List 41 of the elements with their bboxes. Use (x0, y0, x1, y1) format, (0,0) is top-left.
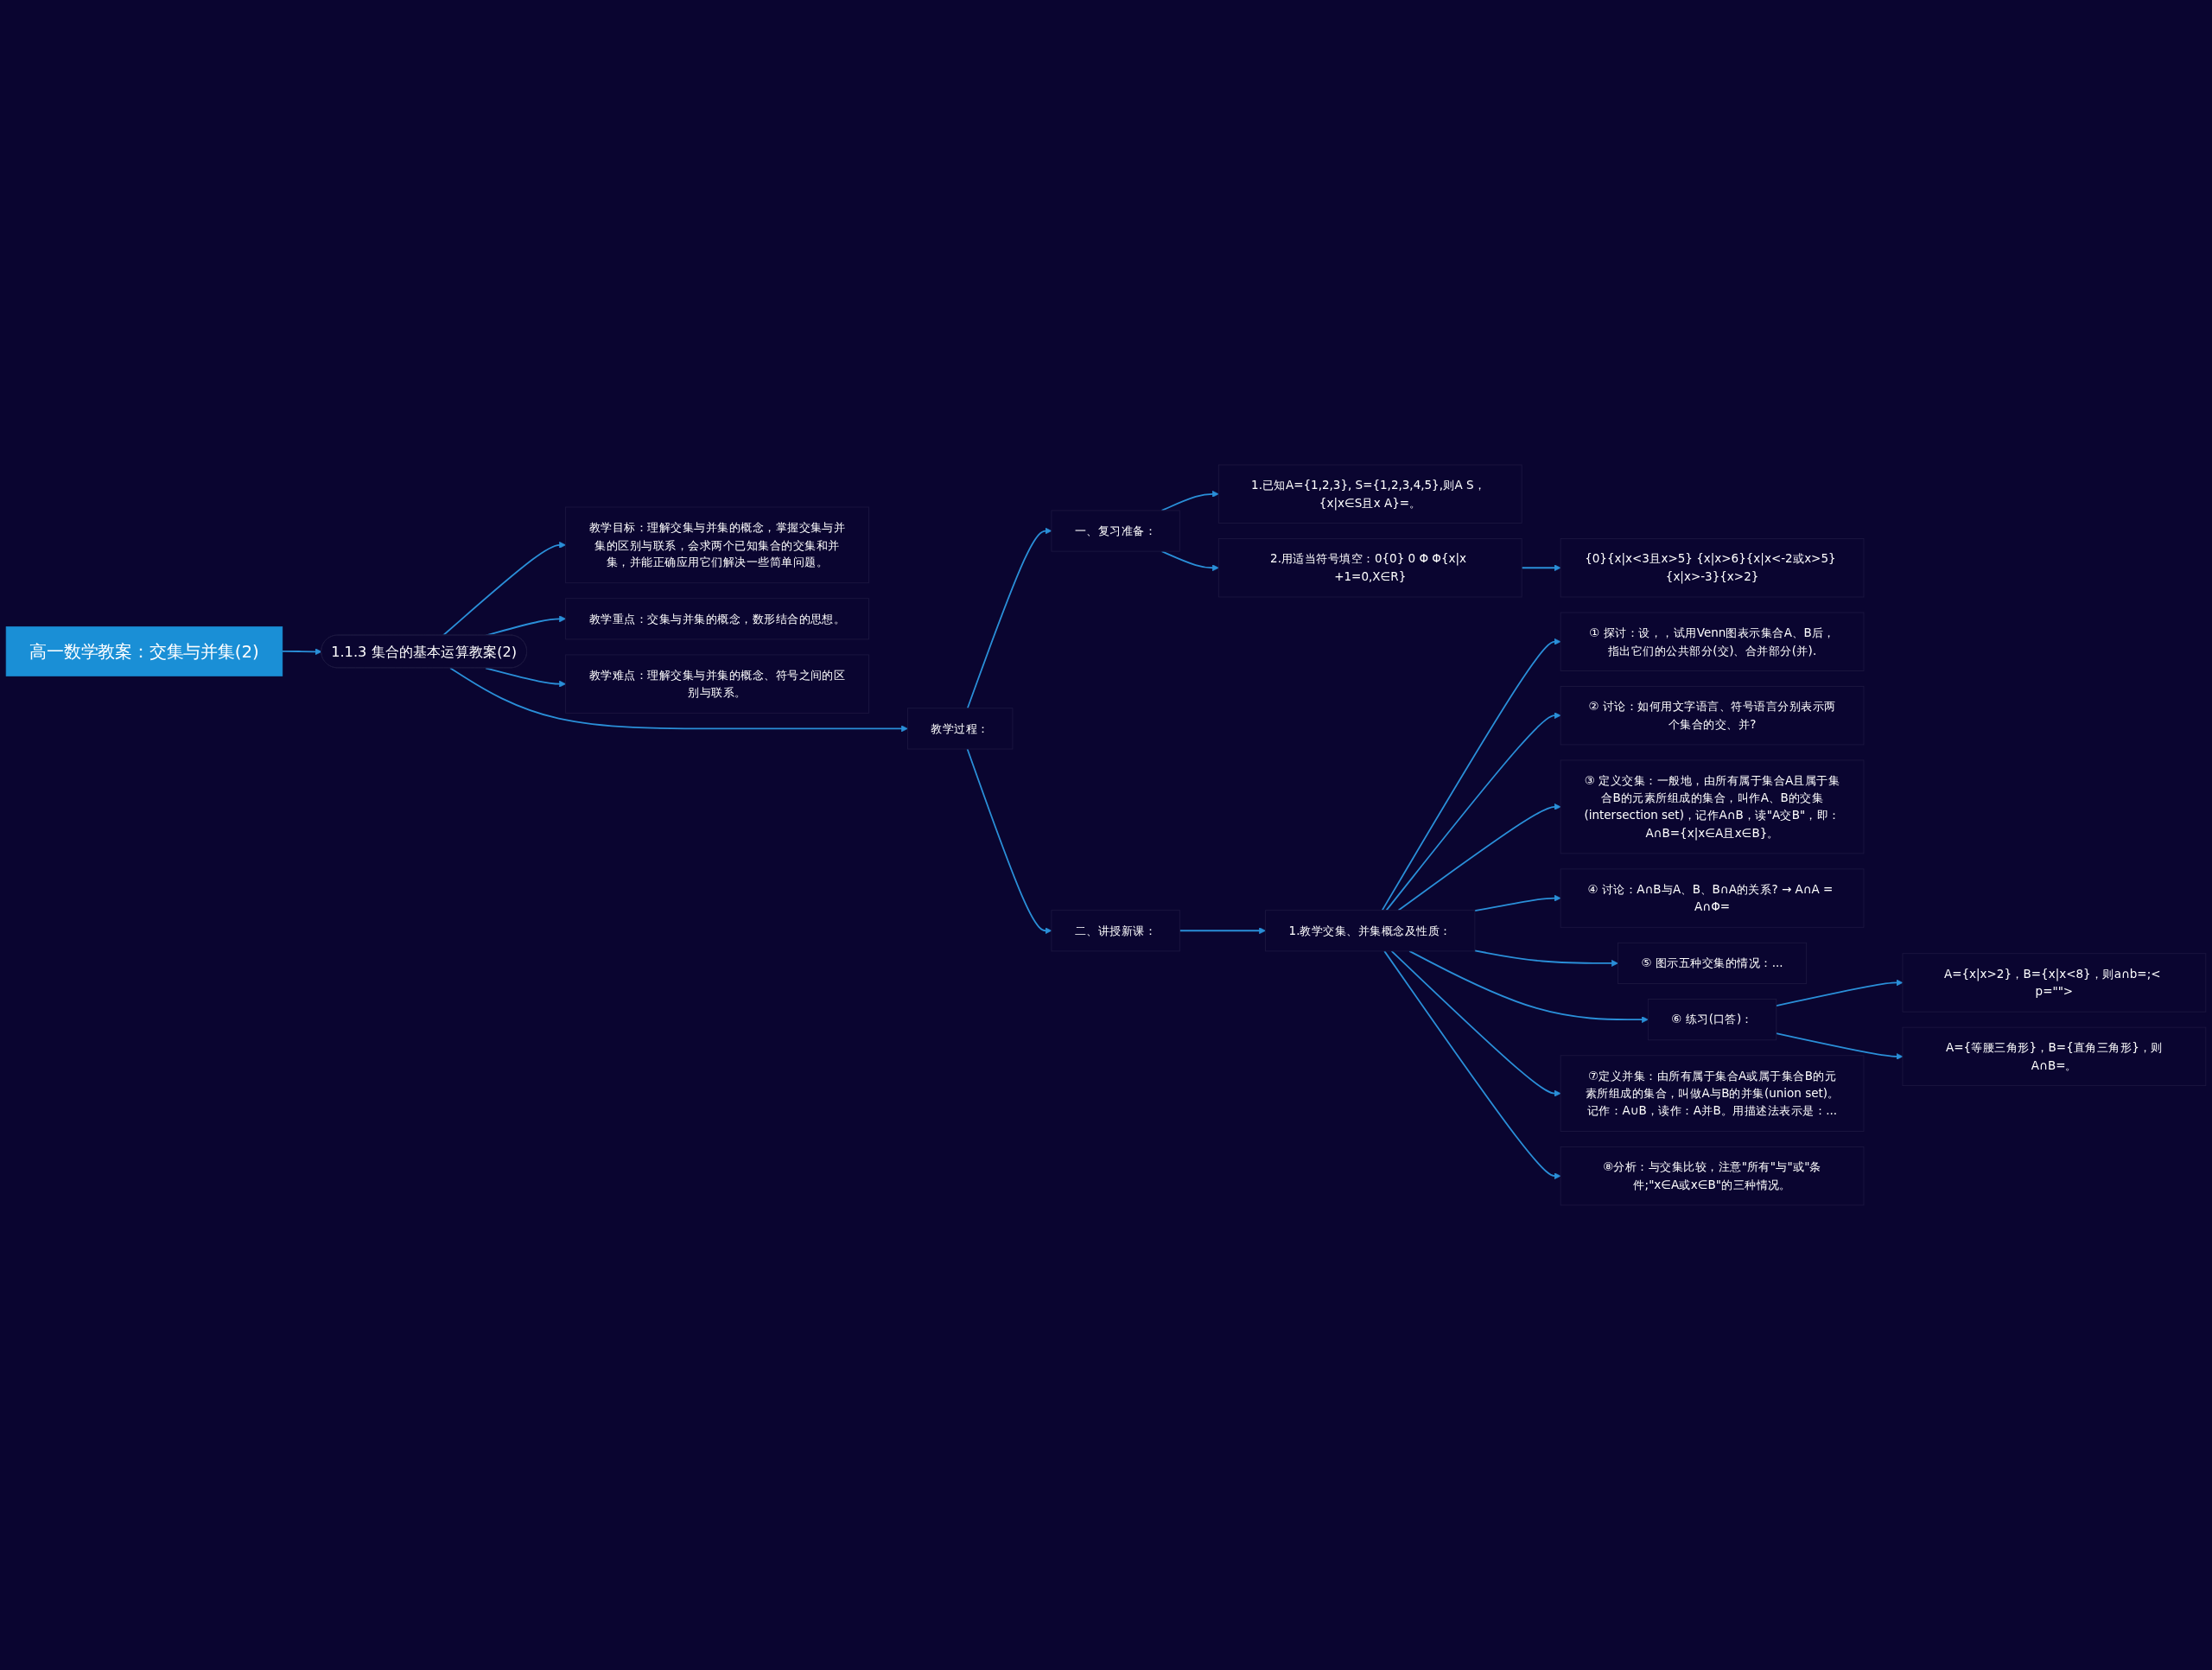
node-box: ⑧分析：与交集比较，注意"所有"与"或"条件;"x∈A或x∈B"的三种情况。 (1560, 1146, 1865, 1206)
arrow (1390, 950, 1561, 1097)
arrow (1397, 803, 1561, 911)
node-box: 1.教学交集、并集概念及性质： (1265, 910, 1476, 952)
node-box: {0}{x|x<3且x>5} {x|x>6}{x|x<-2或x>5} {x|x>-3}{x>2} (1560, 538, 1865, 598)
node-box: 高一数学教案：交集与并集(2) (5, 626, 283, 676)
arrow (1385, 712, 1561, 911)
node-box: ④ 讨论：A∩B与A、B、B∩A的关系? → A∩A = A∩Φ= (1560, 868, 1865, 928)
arrow (1381, 638, 1561, 911)
arrow (442, 541, 566, 637)
node-box: A={x|x>2}，B={x|x<8}，则a∩b=;< p=""> (1902, 953, 2207, 1013)
node-box: ② 讨论：如何用文字语言、符号语言分别表示两个集合的交、并? (1560, 686, 1865, 746)
arrow (966, 527, 1052, 709)
arrow (1473, 894, 1561, 912)
node-box: 2.用适当符号填空：0{0} 0 Φ Φ{x|x +1=0,X∈R} (1217, 538, 1522, 598)
node-box: 二、讲授新课： (1051, 910, 1180, 952)
arrow (1775, 1032, 1904, 1060)
node-box: 教学重点：交集与并集的概念，数形结合的思想。 (565, 598, 869, 640)
arrow (1775, 979, 1904, 1007)
arrow (485, 667, 566, 688)
arrow (966, 748, 1052, 935)
node-box: 教学难点：理解交集与并集的概念、符号之间的区别与联系。 (565, 654, 869, 714)
node-text: 1.1.3 集合的基本运算教案(2) (331, 643, 518, 660)
node-box: A={等腰三角形}，B={直角三角形}，则A∩B=。 (1902, 1026, 2207, 1087)
arrow (449, 667, 908, 733)
node-box: ⑥ 练习(口答)： (1647, 999, 1777, 1041)
arrow (281, 648, 322, 656)
arrow (1473, 949, 1618, 967)
node-box: 1.已知A={1,2,3}, S={1,2,3,4,5},则A S， {x|x∈S且x A}=。 (1217, 464, 1522, 524)
node-box: ① 探讨：设，，试用Venn图表示集合A、B后，指出它们的公共部分(交)、合并部分(并). (1560, 612, 1865, 671)
node-box: 教学目标：理解交集与并集的概念，掌握交集与并集的区别与联系，会求两个已知集合的交集和并集，并能正确应用它们解决一些简单问题。 (565, 506, 869, 584)
arrow (1408, 950, 1649, 1024)
node-box: ⑦定义并集：由所有属于集合A或属于集合B的元素所组成的集合，叫做A与B的并集(union set)。记作：A∪B，读作：A并B。用描述法表示是：... (1560, 1055, 1865, 1132)
node-box: ⑤ 图示五种交集的情况：... (1618, 942, 1808, 984)
arrow (1179, 927, 1266, 935)
arrow (1521, 564, 1561, 572)
node-box: 教学过程： (907, 708, 1014, 750)
arrow (1160, 550, 1219, 572)
node-box: ③ 定义交集：一般地，由所有属于集合A且属于集合B的元素所组成的集合，叫作A、B的交集(intersection set)，记作A∩B，读"A交B"，即：A∩B={x|x∈A且x∈B}。 (1560, 759, 1865, 854)
arrow (1383, 950, 1561, 1180)
node-box: 一、复习准备： (1051, 510, 1180, 552)
